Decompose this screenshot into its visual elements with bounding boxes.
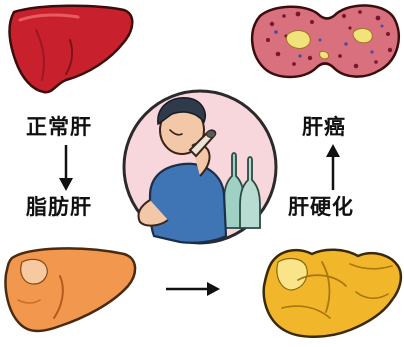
arrow-right-icon <box>166 282 220 296</box>
normal-liver-icon <box>10 6 133 93</box>
cancerous-liver-icon <box>252 5 399 77</box>
normal-liver-label: 正常肝 <box>26 117 92 138</box>
fatty-liver-label: 脂肪肝 <box>26 197 92 218</box>
liver-cancer-label: 肝癌 <box>302 117 346 138</box>
drinking-man-illustration <box>124 91 276 243</box>
arrow-up-icon <box>326 144 340 190</box>
arrow-down-icon <box>59 145 73 191</box>
fatty-liver-icon <box>6 248 136 331</box>
cirrhosis-label: 肝硬化 <box>288 197 354 218</box>
cirrhotic-liver-icon <box>264 250 401 337</box>
